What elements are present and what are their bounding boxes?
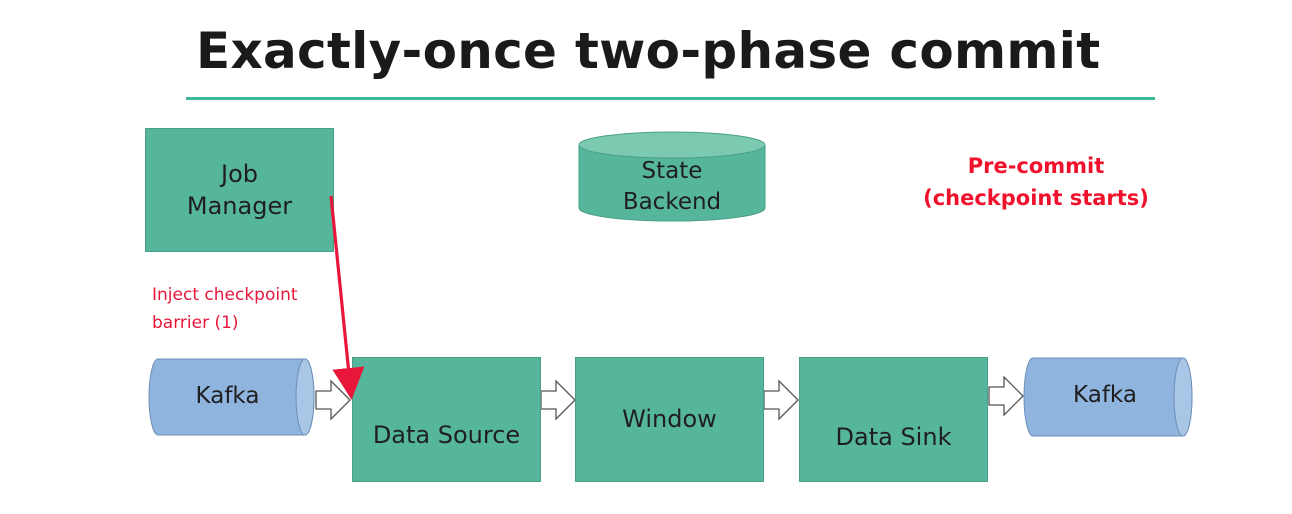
window-label: Window: [622, 404, 717, 433]
slide-title: Exactly-once two-phase commit: [196, 22, 1101, 80]
window-box: Window: [575, 357, 764, 482]
flow-arrow-window-to-sink: [763, 379, 799, 421]
kafka-output-cylinder: [1023, 357, 1193, 437]
state-backend-cylinder: [578, 131, 766, 222]
flow-arrow-kafka-to-source: [315, 379, 351, 421]
job-manager-box: Job Manager: [145, 128, 334, 252]
kafka-input-label: Kafka: [195, 383, 260, 409]
job-manager-label: Job Manager: [186, 160, 293, 220]
flow-arrow-sink-to-kafka: [988, 375, 1024, 417]
data-sink-box: Data Sink: [799, 357, 988, 482]
inject-barrier-note: Inject checkpoint barrier (1): [152, 285, 298, 333]
checkpoint-barrier-arrow: [329, 195, 365, 400]
data-source-label: Data Source: [372, 420, 521, 449]
data-source-box: Data Source: [352, 357, 541, 482]
kafka-input-cylinder: [148, 358, 315, 436]
pre-commit-label: Pre-commit (checkpoint starts): [923, 154, 1149, 210]
data-sink-label: Data Sink: [835, 422, 952, 451]
flow-arrow-source-to-window: [540, 379, 576, 421]
state-backend-label: State Backend: [622, 158, 722, 215]
kafka-output-label: Kafka: [1073, 382, 1137, 408]
title-underline: [186, 97, 1155, 100]
